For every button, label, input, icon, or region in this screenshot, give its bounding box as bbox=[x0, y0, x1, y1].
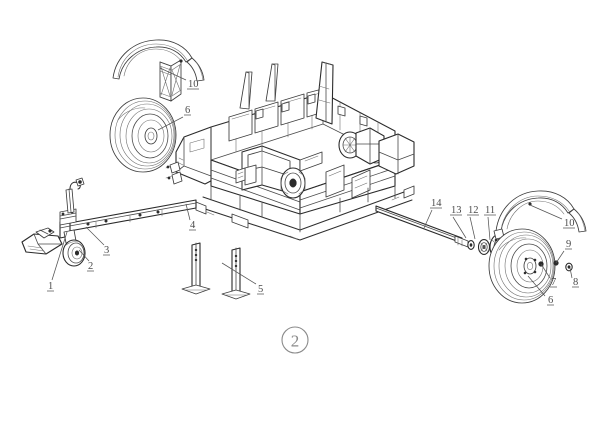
callout-number-washer: 13 bbox=[451, 205, 462, 216]
callout-leader-washer bbox=[452, 216, 467, 239]
figure-number-marker: 2 bbox=[281, 326, 309, 354]
part-wheel-fasteners bbox=[538, 260, 573, 272]
figure-number-text: 2 bbox=[291, 332, 300, 351]
callout-number-stub-axle-spindle: 14 bbox=[431, 198, 442, 209]
part-road-wheel-right bbox=[488, 228, 556, 304]
callout-leader-jockey-caster-wheel bbox=[78, 249, 90, 262]
callout-number-hitch-pin-bolt: 4 bbox=[190, 220, 196, 231]
callout-leader-support-leg-stand bbox=[221, 262, 257, 285]
callout-number-wheel-hub: 11 bbox=[485, 205, 495, 216]
callout-number-support-leg-stand: 5 bbox=[258, 284, 263, 295]
callout-leader-stub-axle-spindle bbox=[423, 209, 433, 229]
callout-leader-wheel-hub bbox=[487, 216, 491, 241]
callout-leader-mudguard-fender-right bbox=[529, 204, 563, 220]
callout-leader-wheel-nut bbox=[569, 267, 573, 279]
part-chipper-machine-body bbox=[165, 61, 415, 241]
callout-leader-hitch-pin-bolt bbox=[185, 203, 191, 221]
callout-leader-split-pin-cotter bbox=[555, 250, 565, 264]
callout-number-jockey-caster-wheel: 2 bbox=[88, 261, 93, 272]
callout-number-mudguard-fender-right: 10 bbox=[564, 218, 575, 229]
callout-leader-bearing-race bbox=[469, 216, 476, 240]
callout-number-wheel-stud-bolt: 7 bbox=[551, 277, 556, 288]
callout-leader-draw-bar-tongue bbox=[85, 226, 105, 246]
callout-leader-road-wheel-tyre-right bbox=[527, 275, 546, 297]
callout-number-draw-bar-tongue: 3 bbox=[104, 245, 109, 256]
part-mudguard-fender-right bbox=[493, 190, 587, 240]
callout-number-split-pin-cotter: 9 bbox=[566, 239, 571, 250]
callout-leader-road-wheel-tyre-left bbox=[157, 116, 184, 131]
part-road-wheel-left bbox=[109, 97, 177, 173]
callout-number-road-wheel-tyre-left: 6 bbox=[185, 105, 190, 116]
callout-leader-hitch-coupler bbox=[51, 231, 68, 281]
callout-leader-lines bbox=[51, 67, 573, 297]
part-mudguard-fender-left bbox=[112, 39, 205, 102]
callout-number-road-wheel-tyre-right: 6 bbox=[548, 295, 553, 306]
callout-number-mudguard-fender-left: 10 bbox=[188, 79, 199, 90]
callout-leader-mudguard-fender-left bbox=[159, 67, 187, 81]
callout-number-hitch-coupler: 1 bbox=[48, 281, 53, 292]
part-support-legs bbox=[181, 242, 251, 300]
callout-leader-wheel-stud-bolt bbox=[540, 263, 551, 279]
callout-number-wheel-nut: 8 bbox=[573, 277, 578, 288]
callout-number-bearing-race: 12 bbox=[468, 205, 479, 216]
part-hitch-coupler bbox=[21, 227, 63, 255]
